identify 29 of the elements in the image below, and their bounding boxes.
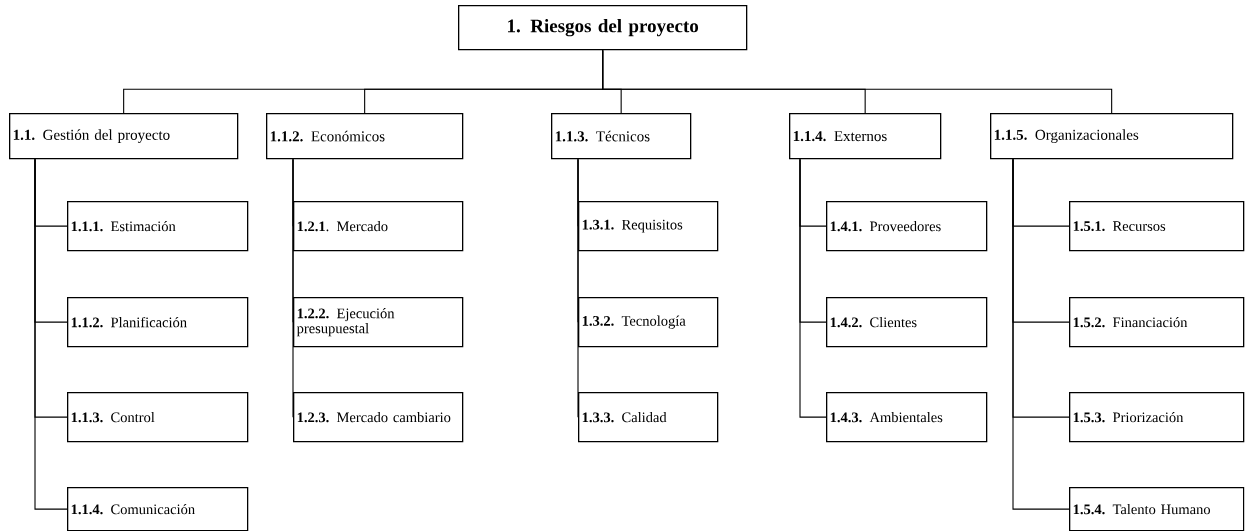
connector-line <box>577 158 579 418</box>
risk-box: 1.5.1. Recursos <box>1069 201 1245 252</box>
risk-box: 1.3.3. Calidad <box>578 392 719 443</box>
risk-box: 1.1.3. Control <box>67 392 249 443</box>
category-box: 1.1.4. Externos <box>789 113 942 160</box>
risk-box: 1.1.1. Estimación <box>67 201 249 252</box>
category-box: 1.1. Gestión del proyecto <box>9 113 239 160</box>
risk-box: 1.2.2. Ejecución presupuestal <box>293 297 464 348</box>
risk-box: 1.4.2. Clientes <box>826 297 988 348</box>
connector-line <box>292 158 294 418</box>
risk-box: 1.4.3. Ambientales <box>826 392 988 443</box>
connector-line <box>34 158 68 510</box>
connector-line <box>799 158 827 418</box>
risk-box: 1.1.2. Planificación <box>67 297 249 348</box>
risk-box: 1.3.2. Tecnología <box>578 297 719 348</box>
risk-box: 1.5.4. Talento Humano <box>1069 487 1245 531</box>
category-box: 1.1.5. Organizacionales <box>990 113 1234 160</box>
risk-box: 1.1.4. Comunicación <box>67 487 249 531</box>
category-box: 1.1.3. Técnicos <box>551 113 692 160</box>
risk-box: 1.5.3. Priorización <box>1069 392 1245 443</box>
risk-box: 1.4.1. Proveedores <box>826 201 988 252</box>
risk-box: 1.2.1. Mercado <box>293 201 464 252</box>
risk-box: 1.2.3. Mercado cambiario <box>293 392 464 443</box>
connector-line <box>1012 158 1070 510</box>
connector-line <box>602 49 1113 114</box>
category-box: 1.1.2. Económicos <box>266 113 464 160</box>
title-box: 1. Riesgos del proyecto <box>458 5 748 51</box>
risk-box: 1.5.2. Financiación <box>1069 297 1245 348</box>
risk-box: 1.3.1. Requisitos <box>578 201 719 252</box>
